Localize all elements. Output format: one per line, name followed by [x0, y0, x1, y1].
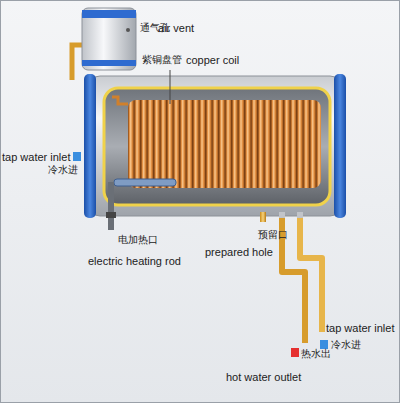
inlet-label: tap water inlet: [326, 322, 394, 334]
hole-label: prepared hole: [205, 246, 273, 258]
air-vent-label: air vent: [158, 22, 194, 34]
inlet-label: 冷水进: [331, 339, 361, 351]
inlet-label: tap water inlet: [2, 151, 70, 163]
inlet-label: 冷水进: [48, 164, 78, 176]
outlet-label: hot water outlet: [226, 371, 301, 383]
heater-label: electric heating rod: [88, 255, 181, 267]
outlet-label: 热水出: [301, 348, 331, 360]
coil-label: 紫铜盘管: [142, 54, 182, 66]
heater-label: 电加热口: [118, 234, 158, 246]
coil-label: copper coil: [186, 54, 239, 66]
hole-label: 预留口: [258, 229, 288, 241]
